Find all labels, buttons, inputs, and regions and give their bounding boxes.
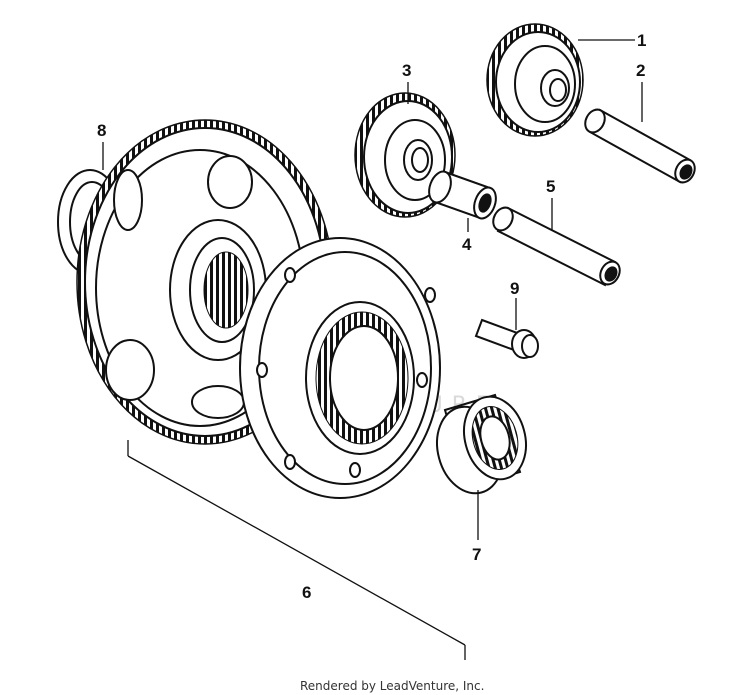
leader-lines (102, 39, 643, 660)
part-7-bearing (436, 393, 527, 495)
part-2-pin (584, 108, 696, 184)
callout-labels: 1 2 3 4 5 6 7 8 9 (97, 31, 646, 602)
callout-6: 6 (302, 583, 311, 602)
callout-3: 3 (402, 61, 411, 80)
callout-8: 8 (97, 121, 106, 140)
part-5-pin (492, 206, 621, 287)
part-6-clutch-housing (239, 237, 441, 499)
callout-9: 9 (510, 279, 519, 298)
part-9-bolt (474, 318, 539, 359)
part-4-bushing (428, 170, 497, 220)
callout-7: 7 (472, 545, 481, 564)
callout-5: 5 (546, 177, 555, 196)
callout-2: 2 (636, 61, 645, 80)
callout-4: 4 (462, 235, 472, 254)
callout-1: 1 (637, 31, 646, 50)
footer-credit: Rendered by LeadVenture, Inc. (300, 679, 484, 693)
part-1-gear (486, 23, 584, 137)
